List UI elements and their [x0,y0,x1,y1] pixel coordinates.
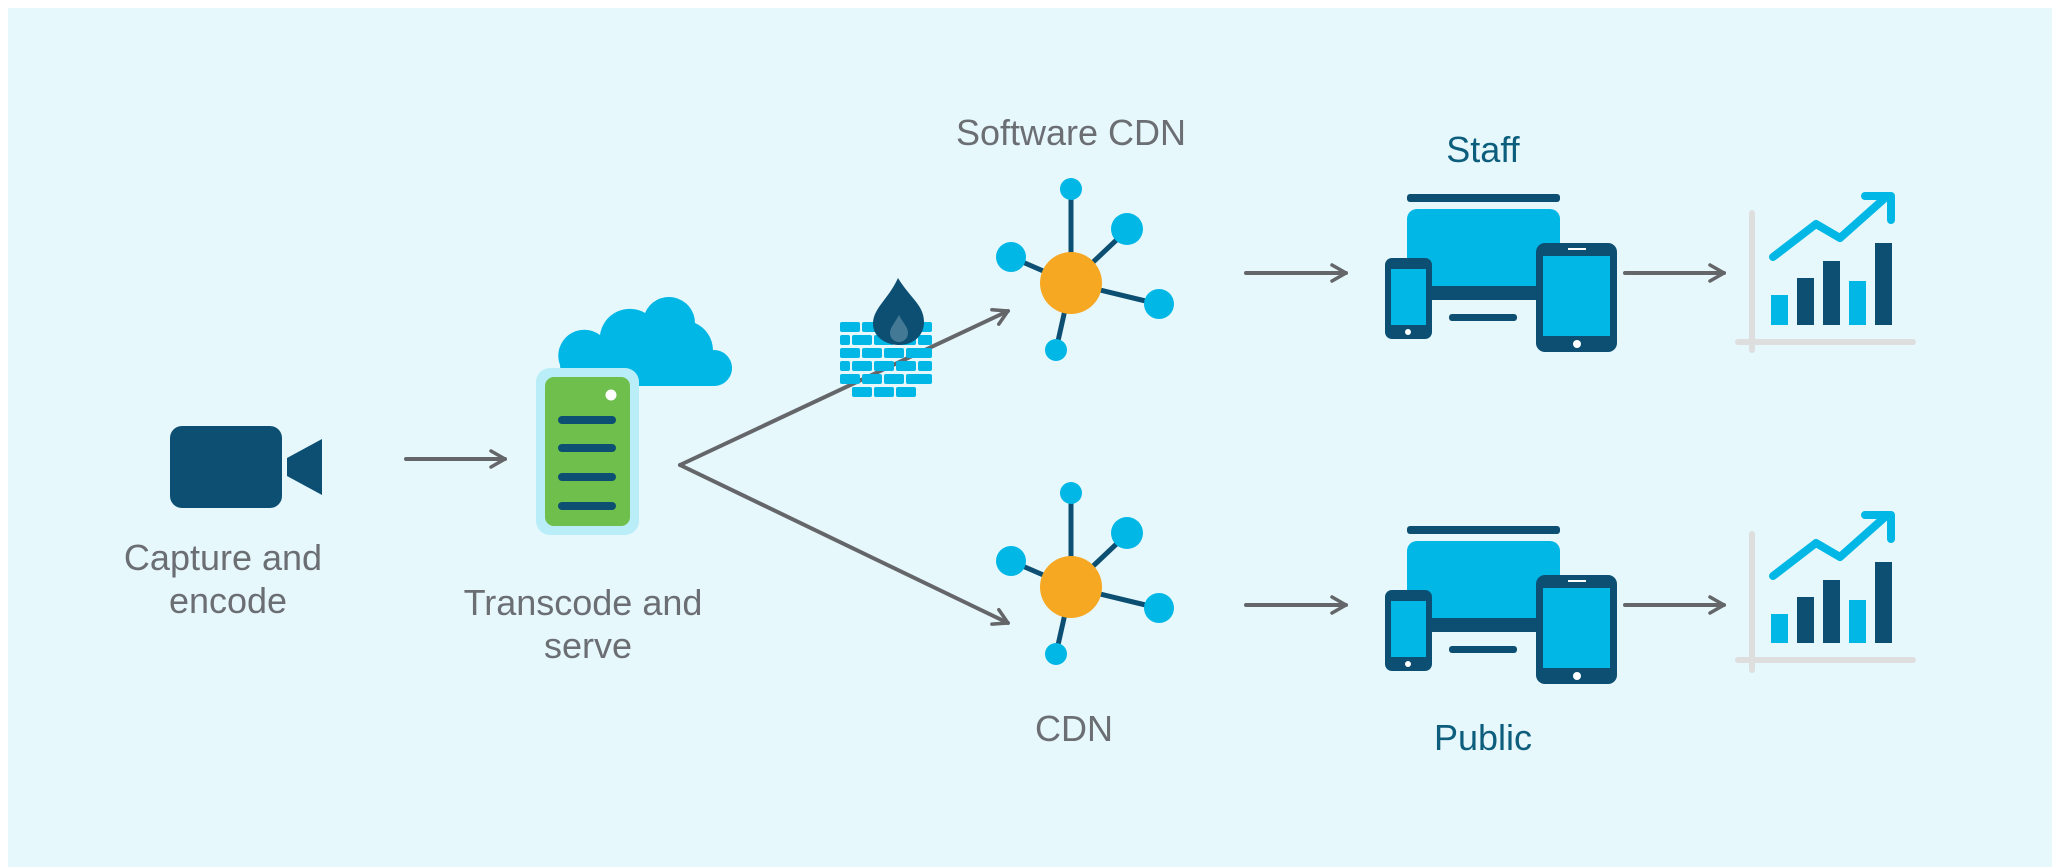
transcode-label: Transcode and serve [464,582,713,666]
cdn-hub-icon [996,482,1174,665]
public-devices-icon [1385,526,1617,684]
arrow-to-software-cdn [678,307,1010,467]
public-analytics-icon [1735,511,1916,673]
background-panel [8,8,2052,867]
arrow-to-cdn [678,463,1010,626]
server-icon [536,368,639,535]
staff-devices-icon [1385,194,1617,352]
firewall-icon [840,278,932,397]
staff-label: Staff [1446,129,1520,170]
video-camera-icon [170,426,322,508]
software-cdn-hub-icon [996,178,1174,361]
capture-label: Capture and encode [124,537,332,621]
staff-analytics-icon [1735,192,1916,353]
public-label: Public [1434,717,1532,758]
cdn-label: CDN [1035,708,1113,749]
cloud-icon [558,297,733,386]
software-cdn-label: Software CDN [956,112,1186,153]
